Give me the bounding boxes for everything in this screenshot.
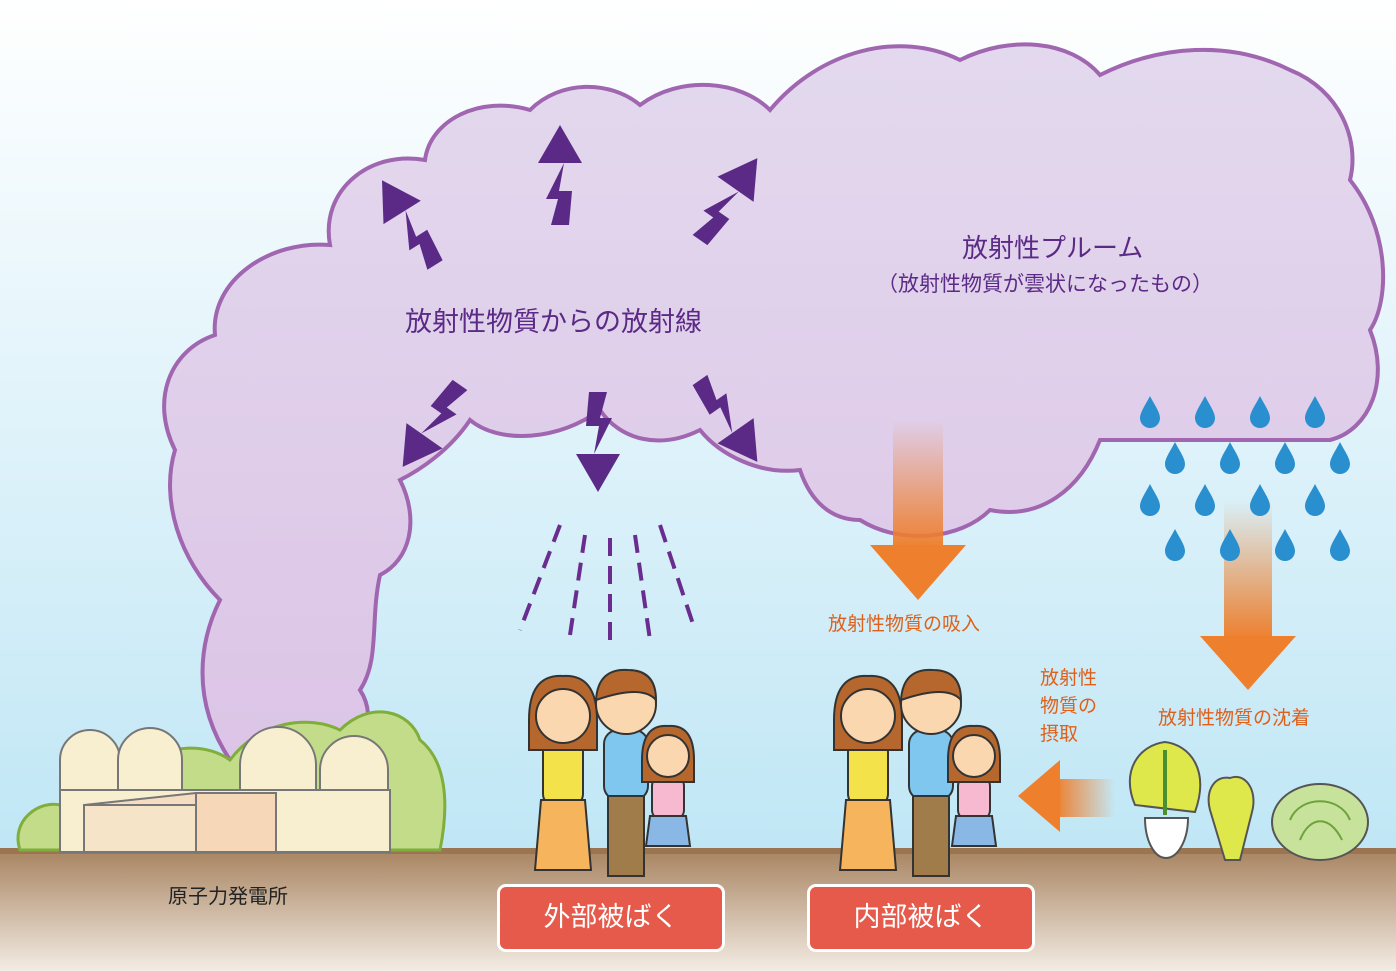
inhalation-label: 放射性物質の吸入	[828, 613, 981, 635]
radiation-from-materials-label: 放射性物質からの放射線	[405, 307, 702, 338]
plume-title: 放射性プルーム	[962, 234, 1144, 264]
deposition-label: 放射性物質の沈着	[1158, 707, 1311, 729]
ingestion-label-line2: 物質の	[1040, 695, 1098, 717]
inhalation-arrow	[870, 420, 966, 600]
radiation-rays	[518, 524, 697, 641]
ground-line	[0, 848, 1396, 854]
external-exposure-button[interactable]: 外部被ばく	[500, 887, 722, 949]
vegetables	[1128, 740, 1369, 861]
power-plant-label: 原子力発電所	[168, 884, 288, 908]
radiation-arrow-up	[538, 125, 582, 225]
radioactive-plume-cloud	[162, 42, 1386, 773]
radiation-arrow-up-right	[688, 158, 758, 247]
power-plant	[16, 710, 447, 853]
internal-exposure-button[interactable]: 内部被ばく	[810, 887, 1032, 949]
radiation-arrow-down-left	[402, 378, 472, 467]
radiation-arrow-down	[576, 392, 620, 492]
ingestion-arrow	[1018, 760, 1115, 832]
plume-subtitle: （放射性物質が雲状になったもの）	[877, 272, 1213, 296]
radiation-arrow-down-right	[690, 371, 758, 462]
radiation-arrow-up-left	[382, 180, 446, 273]
ingestion-label-line1: 放射性	[1040, 667, 1098, 689]
deposition-arrow	[1200, 500, 1296, 690]
radiation-arrows	[382, 125, 758, 492]
ingestion-label-line3: 摂取	[1040, 723, 1079, 745]
